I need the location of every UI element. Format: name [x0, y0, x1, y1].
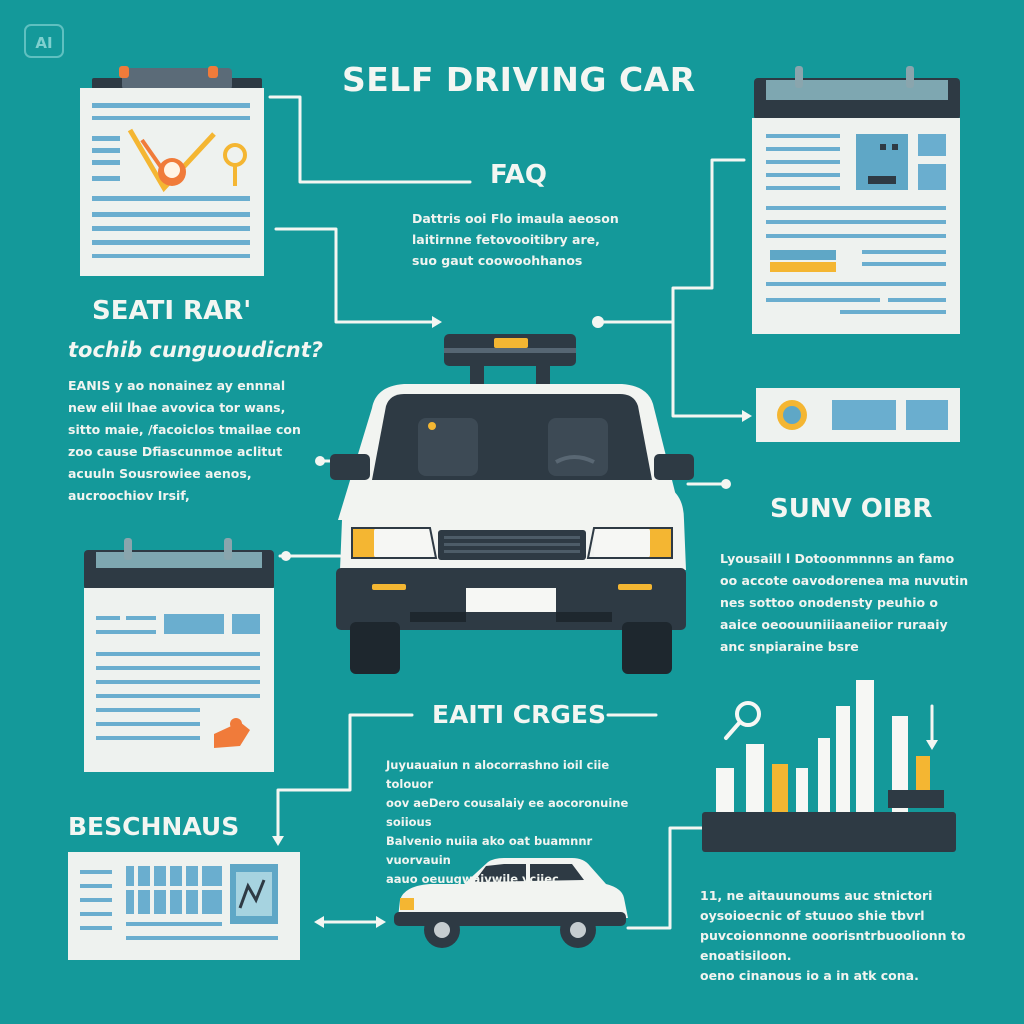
report-panel: [68, 852, 300, 960]
bar-chart-icon: [702, 680, 956, 852]
sunv-text: Lyousaill l Dotoonmnnns an famo oo accot…: [720, 551, 969, 654]
bottom-right-text: 11, ne aitauunoums auc stnictori oysoioe…: [700, 888, 966, 983]
faq-text: Dattris ooi Flo imaula aeoson laitirnne …: [412, 211, 619, 268]
document-icon: [84, 538, 274, 772]
car-icon: [330, 334, 694, 674]
beschn-heading: BESCHNAUS: [68, 812, 240, 841]
calendar-icon: [752, 66, 960, 334]
section-subheading-left: tochib cunguoudicnt?: [68, 338, 323, 362]
progress-card: [756, 388, 960, 442]
ai-badge: AI: [24, 24, 64, 58]
connector-arrowheads: [272, 316, 938, 928]
magnifier-icon: [724, 701, 761, 740]
eati-heading: EAITI CRGES: [432, 700, 606, 729]
sunv-heading: SUNV OIBR: [770, 494, 933, 524]
page-title: SELF DRIVING CAR: [342, 60, 696, 99]
faq-heading: FAQ: [490, 160, 548, 190]
sedan-icon: [394, 858, 628, 948]
section-text-left: EANIS y ao nonainez ay ennnal new elil l…: [68, 378, 301, 503]
clipboard-icon: [80, 66, 264, 276]
eati-text: Juyuauaiun n alocorrashno ioil ciie tolo…: [386, 758, 629, 886]
section-heading-left: SEATI RAR': [92, 296, 252, 326]
